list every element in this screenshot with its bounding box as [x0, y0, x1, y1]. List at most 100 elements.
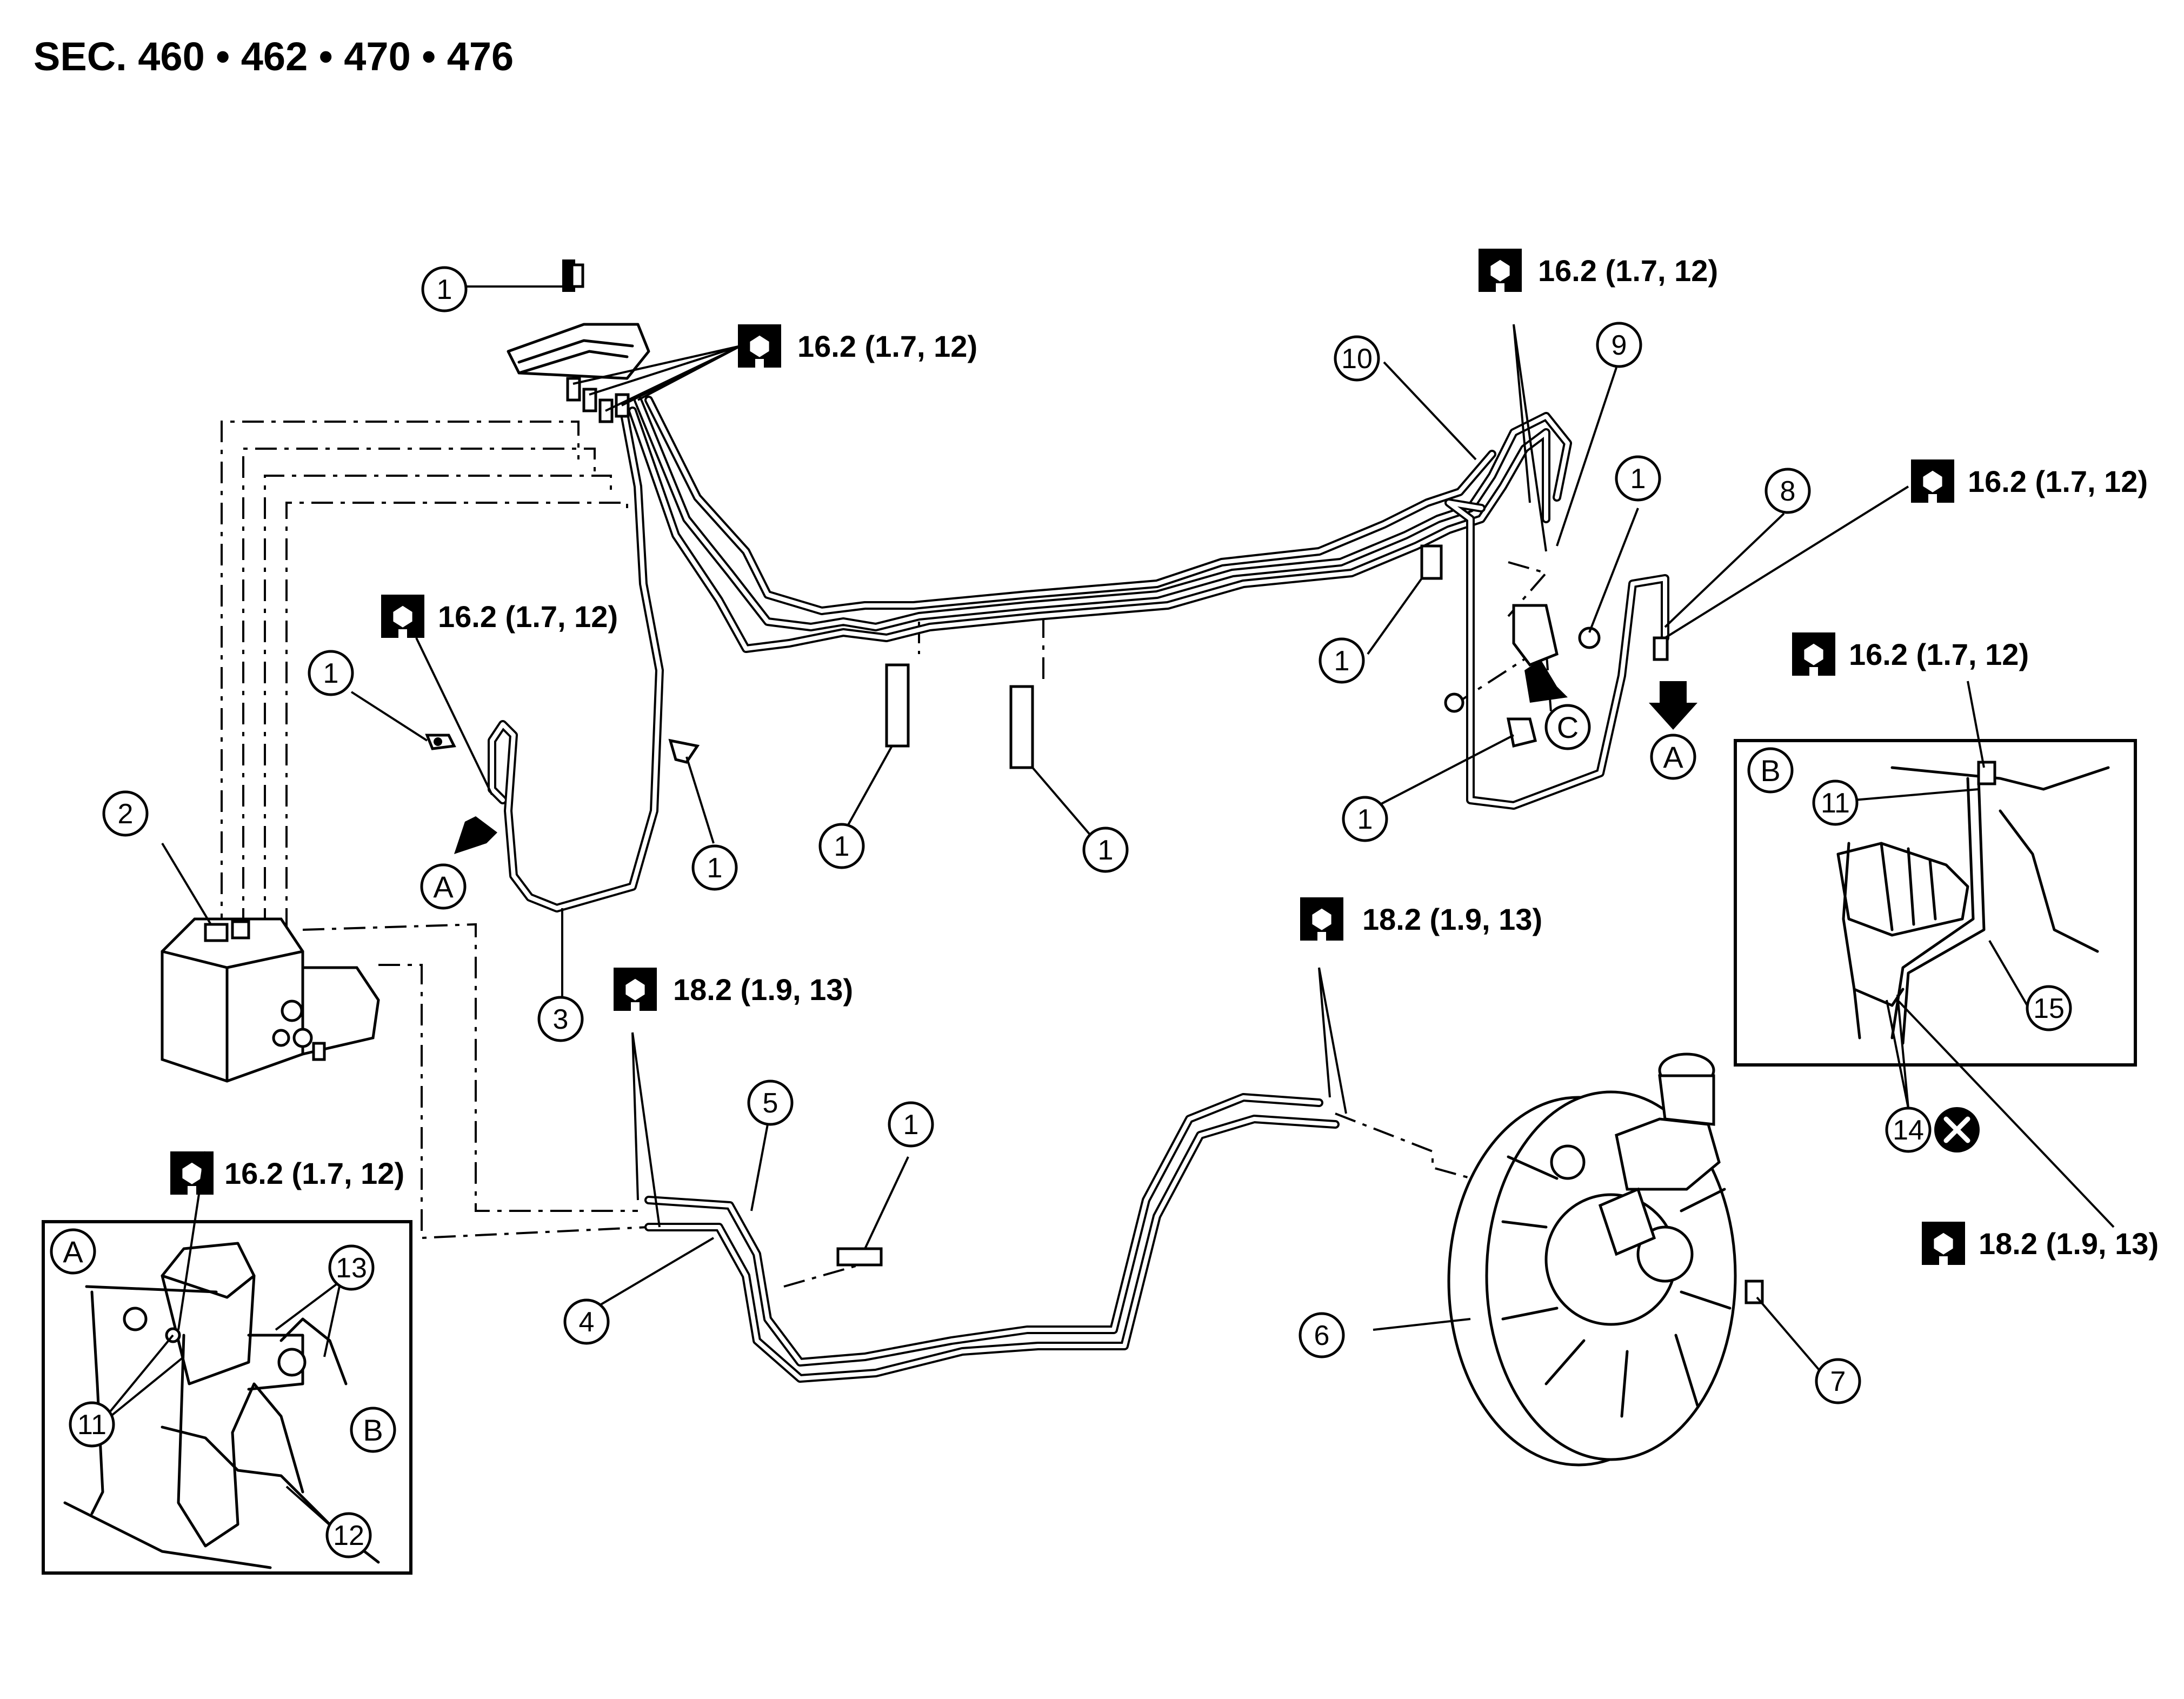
svg-text:1: 1: [1357, 804, 1373, 835]
leader-lines: [161, 285, 1909, 1374]
torque-wrench-icon: [1300, 897, 1343, 941]
callout-part-3: 3: [537, 996, 584, 1042]
arrow-label-a: A: [1650, 734, 1696, 780]
svg-text:C: C: [1557, 710, 1579, 744]
callout-part-12: 12: [325, 1512, 372, 1558]
callout-part-5: 5: [747, 1080, 794, 1126]
abs-actuator-unit: [161, 917, 380, 1083]
callout-part-7: 7: [1815, 1358, 1861, 1404]
torque-spec-inset-a: 16.2 (1.7, 12): [170, 1151, 404, 1195]
arrow-label-b: B: [350, 1407, 396, 1453]
svg-text:12: 12: [333, 1520, 364, 1551]
torque-wrench-icon: [1792, 632, 1835, 676]
callout-part-1: 1: [818, 823, 865, 869]
svg-text:A: A: [433, 870, 454, 904]
svg-text:A: A: [63, 1235, 83, 1269]
inset-label-b: B: [1747, 747, 1794, 794]
svg-text:15: 15: [2033, 993, 2065, 1024]
inset-label-a: A: [50, 1228, 96, 1275]
svg-text:4: 4: [579, 1307, 595, 1338]
callout-part-11: 11: [1812, 779, 1859, 826]
callout-part-11: 11: [69, 1401, 115, 1448]
svg-text:1: 1: [903, 1109, 919, 1141]
svg-text:16.2 (1.7, 12): 16.2 (1.7, 12): [1538, 254, 1718, 288]
svg-text:16.2 (1.7, 12): 16.2 (1.7, 12): [1968, 464, 2148, 498]
torque-spec-tube-3: 16.2 (1.7, 12): [381, 595, 618, 638]
torque-spec-inset-b: 16.2 (1.7, 12): [1792, 632, 2029, 676]
callout-part-4: 4: [563, 1298, 610, 1345]
svg-text:B: B: [1760, 754, 1780, 788]
svg-text:11: 11: [1821, 788, 1850, 819]
do-not-reuse-icon: [1934, 1107, 1980, 1152]
torque-spec-lower-left: 18.2 (1.9, 13): [614, 968, 853, 1011]
svg-text:13: 13: [336, 1252, 367, 1284]
section-header: SEC. 460 • 462 • 470 • 476: [34, 34, 514, 79]
svg-text:8: 8: [1780, 476, 1796, 507]
svg-text:14: 14: [1893, 1115, 1924, 1146]
connection-lines: [221, 421, 1590, 1288]
direction-arrow-icon: [1524, 659, 1568, 703]
callout-part-1: 1: [888, 1101, 934, 1148]
svg-text:1: 1: [834, 831, 850, 862]
torque-wrench-icon: [1922, 1222, 1965, 1265]
svg-text:6: 6: [1314, 1320, 1330, 1351]
svg-text:16.2 (1.7, 12): 16.2 (1.7, 12): [438, 599, 618, 634]
callout-part-8: 8: [1764, 468, 1811, 514]
inset-view-b: [1734, 681, 2137, 1228]
svg-text:2: 2: [118, 798, 134, 830]
svg-text:1: 1: [323, 658, 339, 689]
svg-text:18.2 (1.9, 13): 18.2 (1.9, 13): [673, 972, 853, 1007]
torque-wrench-icon: [738, 324, 781, 368]
direction-arrow-icon: [454, 816, 497, 854]
svg-text:9: 9: [1612, 330, 1627, 361]
torque-wrench-icon: [381, 595, 424, 638]
torque-labels: 16.2 (1.7, 12) 16.2 (1.7, 12) 16.2 (1.7,…: [170, 249, 2159, 1265]
svg-text:10: 10: [1341, 343, 1373, 375]
torque-wrench-icon: [170, 1151, 214, 1195]
torque-spec-lower-middle: 18.2 (1.9, 13): [1300, 897, 1542, 941]
torque-spec-right: 16.2 (1.7, 12): [1911, 459, 2148, 503]
svg-text:1: 1: [1630, 463, 1646, 495]
clips: [425, 544, 1669, 1267]
arrow-label-a: A: [420, 863, 467, 910]
callout-part-6: 6: [1299, 1312, 1345, 1358]
svg-text:1: 1: [1334, 645, 1350, 677]
svg-text:B: B: [363, 1413, 383, 1447]
svg-text:16.2 (1.7, 12): 16.2 (1.7, 12): [1849, 637, 2029, 671]
direction-arrow-icon: [1649, 681, 1697, 730]
svg-text:18.2 (1.9, 13): 18.2 (1.9, 13): [1362, 902, 1542, 936]
svg-text:5: 5: [763, 1088, 778, 1119]
torque-wrench-icon: [1479, 249, 1522, 292]
callout-part-10: 10: [1334, 335, 1380, 382]
callout-part-1: 1: [1319, 637, 1365, 684]
svg-text:1: 1: [707, 852, 723, 884]
svg-text:16.2 (1.7, 12): 16.2 (1.7, 12): [797, 329, 977, 363]
callout-part-1: 1: [1342, 796, 1388, 842]
part-callouts: 1 1 1 1 1 1 1 1 1 2 3 4 5 6 7 8 9 10 11 …: [69, 266, 2072, 1558]
brake-tubes: [488, 396, 1669, 1383]
svg-text:1: 1: [437, 274, 452, 305]
torque-wrench-icon: [1911, 459, 1954, 503]
torque-spec-lower-right: 18.2 (1.9, 13): [1922, 1222, 2159, 1265]
inset-view-a: [42, 1151, 412, 1575]
callout-part-1: 1: [308, 650, 354, 696]
svg-text:16.2 (1.7, 12): 16.2 (1.7, 12): [224, 1156, 404, 1190]
svg-text:18.2 (1.9, 13): 18.2 (1.9, 13): [1979, 1227, 2159, 1261]
torque-wrench-icon: [614, 968, 657, 1011]
svg-text:3: 3: [553, 1004, 569, 1035]
callout-part-15: 15: [2026, 985, 2072, 1031]
callout-part-2: 2: [102, 790, 149, 837]
svg-text:11: 11: [77, 1409, 106, 1441]
callout-part-1: 1: [1615, 455, 1661, 502]
callout-part-1: 1: [691, 844, 738, 891]
svg-text:7: 7: [1830, 1366, 1846, 1397]
torque-spec-upper-right: 16.2 (1.7, 12): [1479, 249, 1718, 292]
svg-text:A: A: [1663, 740, 1683, 774]
view-letters: A A C B A B: [50, 704, 1794, 1453]
torque-spec-junction: 16.2 (1.7, 12): [738, 324, 977, 368]
callout-part-1: 1: [421, 266, 468, 312]
callout-part-14: 14: [1885, 1107, 1932, 1153]
callout-part-13: 13: [328, 1244, 375, 1291]
arrow-label-c: C: [1544, 704, 1591, 750]
